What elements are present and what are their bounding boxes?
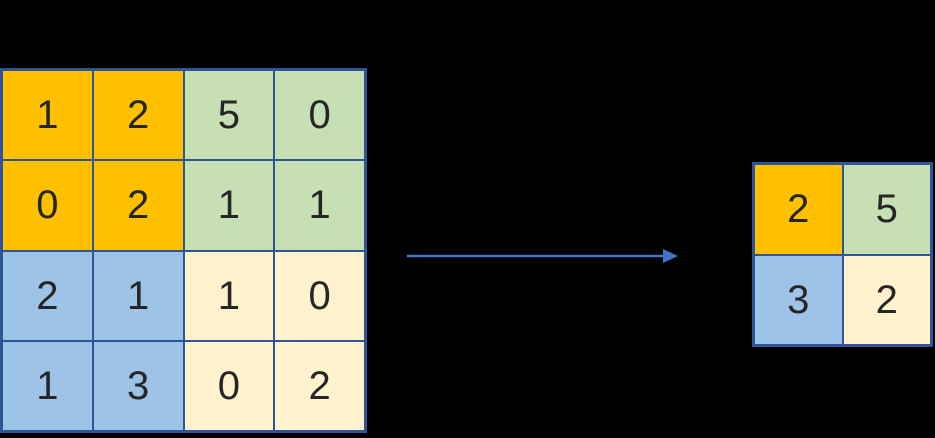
arrow-right-icon <box>407 249 678 263</box>
input-grid-cell-r3c2: 1 <box>93 251 183 340</box>
output-grid-cell-r1c1: 2 <box>755 165 842 254</box>
input-grid-cell-r1c2: 2 <box>93 71 183 160</box>
input-grid-cell-r3c3: 1 <box>184 251 274 340</box>
transform-arrow <box>406 245 680 267</box>
input-grid-cell-r2c2: 2 <box>93 161 183 250</box>
input-grid-cell-r4c2: 3 <box>93 341 183 430</box>
input-grid-cell-r1c1: 1 <box>3 71 92 160</box>
input-grid-cell-r4c4: 2 <box>275 341 364 430</box>
input-grid-cell-r4c3: 0 <box>184 341 274 430</box>
output-grid-cell-r2c1: 3 <box>755 255 842 344</box>
input-grid-cell-r3c4: 0 <box>275 251 364 340</box>
input-grid-cell-r2c3: 1 <box>184 161 274 250</box>
input-grid-cell-r1c3: 5 <box>184 71 274 160</box>
output-grid-cell-r2c2: 2 <box>843 255 930 344</box>
input-grid-cell-r3c1: 2 <box>3 251 92 340</box>
output-grid-cell-r1c2: 5 <box>843 165 930 254</box>
input-grid-cell-r2c4: 1 <box>275 161 364 250</box>
input-grid-cell-r2c1: 0 <box>3 161 92 250</box>
input-grid-cell-r1c4: 0 <box>275 71 364 160</box>
input-grid-cell-r4c1: 1 <box>3 341 92 430</box>
